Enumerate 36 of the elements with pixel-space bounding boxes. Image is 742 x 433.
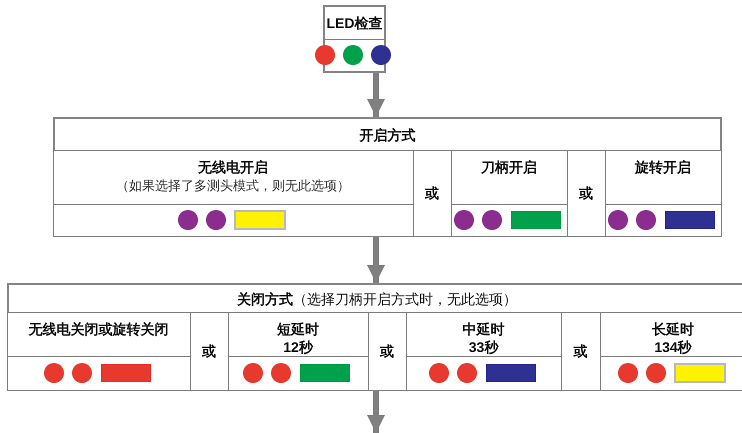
- option-cell: [228, 312, 368, 390]
- option-heading: 中延时: [462, 320, 506, 338]
- mode-panel: [53, 117, 722, 237]
- arrow: [367, 73, 385, 117]
- or-label: 或: [378, 342, 395, 360]
- option-heading: 长延时: [651, 320, 695, 338]
- option-heading: 刀柄开启: [480, 158, 538, 176]
- or-label: 或: [578, 184, 594, 202]
- panel-title: 开启方式: [360, 127, 416, 144]
- or-label: 或: [424, 184, 440, 202]
- arrow: [367, 391, 385, 433]
- option-separator: [566, 150, 606, 236]
- option-cell: [450, 150, 568, 236]
- option-separator: [190, 312, 228, 390]
- option-heading: 旋转开启: [634, 158, 692, 176]
- option-cell: [52, 150, 414, 236]
- option-separator: [368, 312, 406, 390]
- panel-title: 关闭方式（选择刀柄开启方式时，无此选项）: [237, 291, 517, 308]
- option-heading: 无线电开启: [196, 158, 269, 176]
- option-separator: [560, 312, 600, 390]
- option-note: （如果选择了多测头模式，则无此选项）: [115, 176, 351, 194]
- option-note: 33秒: [468, 338, 500, 356]
- option-cell: [406, 312, 562, 390]
- option-cell: [604, 150, 722, 236]
- option-separator: [412, 150, 452, 236]
- or-label: 或: [572, 342, 588, 360]
- or-label: 或: [200, 342, 217, 360]
- option-note: 134秒: [653, 338, 693, 356]
- option-cell: [600, 312, 742, 390]
- mode-panel: [7, 283, 742, 391]
- option-heading: 短延时: [276, 320, 320, 338]
- option-heading: 无线电关闭或旋转关闭: [27, 320, 170, 338]
- option-note: 12秒: [282, 338, 314, 356]
- panel-title: LED检查: [326, 14, 382, 32]
- arrow: [367, 237, 385, 283]
- option-cell: [6, 312, 190, 390]
